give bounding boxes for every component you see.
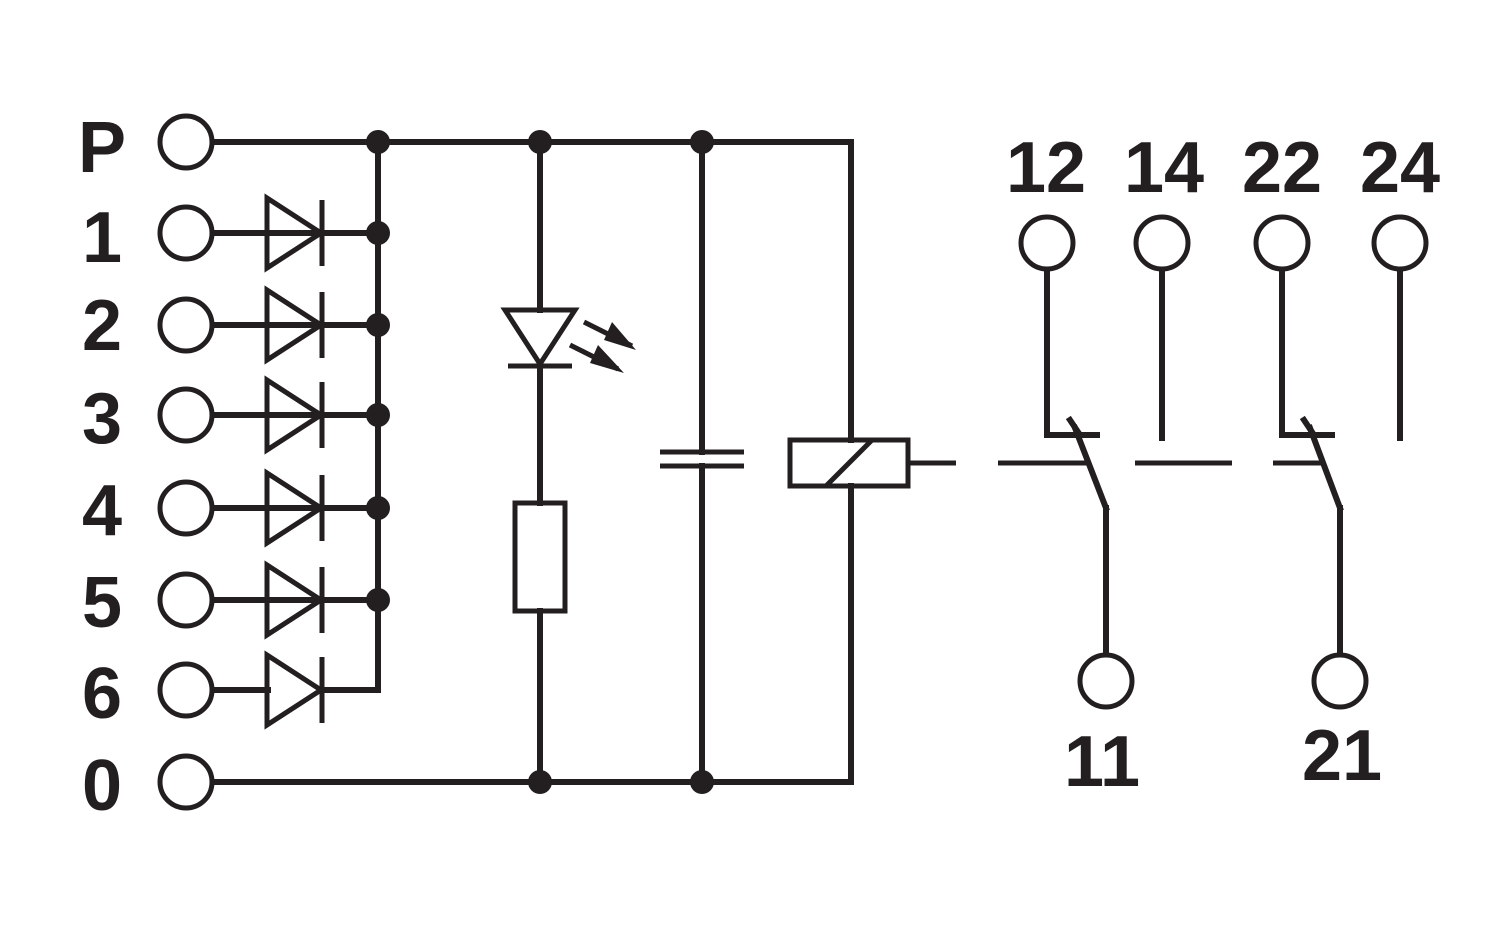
terminal-21: [1311, 652, 1369, 710]
terminal-label-5: 5: [82, 563, 122, 643]
terminal-14: [1133, 214, 1191, 272]
led-symbol: [500, 307, 636, 373]
terminal-p: [157, 113, 215, 171]
terminal-24: [1371, 214, 1429, 272]
terminal-label-0: 0: [82, 746, 122, 826]
terminal-label-1: 1: [82, 198, 122, 278]
terminal-label-14: 14: [1124, 128, 1204, 208]
terminal-label-11: 11: [1064, 722, 1140, 802]
terminal-label-3: 3: [82, 379, 122, 459]
diode-1: [264, 193, 326, 273]
junction-dot: [528, 770, 552, 794]
diode-2: [264, 285, 326, 365]
junction-dot: [366, 403, 390, 427]
terminal-12: [1018, 214, 1076, 272]
junction-dot: [690, 130, 714, 154]
terminal-3: [157, 386, 215, 444]
contact-21-blade: [1306, 424, 1344, 512]
contact-22-wire: [1279, 267, 1335, 438]
junction-dot: [690, 770, 714, 794]
diode-5: [264, 560, 326, 640]
terminal-5: [157, 571, 215, 629]
contact-11-blade: [1071, 424, 1110, 512]
diode-6: [264, 650, 326, 730]
diode-3: [264, 375, 326, 455]
contact-12-wire: [1044, 267, 1100, 438]
top-rail-wire: [209, 139, 854, 443]
terminal-label-2: 2: [82, 286, 122, 366]
terminal-label-22: 22: [1242, 128, 1322, 208]
terminal-label-6: 6: [82, 654, 122, 734]
diode-4: [264, 468, 326, 548]
junction-dot: [528, 130, 552, 154]
terminal-0: [157, 753, 215, 811]
terminal-label-12: 12: [1006, 128, 1086, 208]
terminal-1: [157, 204, 215, 262]
terminal-22: [1253, 214, 1311, 272]
terminal-2: [157, 296, 215, 354]
terminal-11: [1077, 652, 1135, 710]
relay-coil-symbol: [787, 437, 911, 489]
terminal-4: [157, 479, 215, 537]
junction-dot: [366, 496, 390, 520]
junction-dot: [366, 221, 390, 245]
terminal-6: [157, 661, 215, 719]
junction-dot: [366, 130, 390, 154]
terminal-label-4: 4: [82, 471, 122, 551]
bottom-rail-wire: [209, 483, 854, 785]
terminal-label-p: P: [78, 108, 126, 188]
terminal-label-24: 24: [1360, 128, 1440, 208]
junction-dot: [366, 588, 390, 612]
junction-dot: [366, 313, 390, 337]
terminal-label-21: 21: [1302, 716, 1382, 796]
resistor-symbol: [512, 500, 568, 614]
